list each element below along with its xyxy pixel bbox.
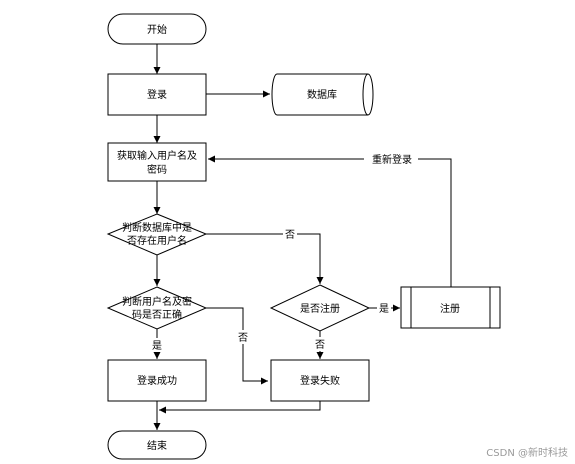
login-failed-process: [270, 359, 370, 402]
edge-label-relogin: 重新登录: [372, 153, 412, 166]
get-credentials-label-line1: 获取输入用户名及: [117, 149, 197, 162]
node-login: 登录: [107, 73, 207, 116]
node-is-registered: 是否注册: [269, 284, 371, 332]
node-login-success: 登录成功: [107, 359, 207, 402]
node-check-password: 判断用户名及密 码是否正确: [106, 286, 208, 330]
check-user-label-line1: 判断数据库中是: [122, 221, 192, 234]
get-credentials-process: [107, 142, 207, 182]
start-terminator: [107, 13, 207, 45]
get-credentials-label-line2: 密码: [147, 163, 167, 176]
relogin-label-bg: [364, 152, 418, 166]
end-terminator: [107, 430, 207, 460]
edge-check-password-no: [206, 307, 268, 385]
login-label: 登录: [147, 88, 167, 101]
node-register: 注册: [400, 286, 501, 329]
is-registered-label: 是否注册: [300, 302, 340, 315]
is-registered-decision: [269, 284, 371, 332]
edge-register-relogin: [208, 155, 452, 287]
edge-failed-to-end: [159, 401, 321, 414]
yes-password-label-bg: [150, 338, 164, 352]
end-label: 结束: [147, 439, 167, 452]
no-user-label-bg: [283, 227, 297, 241]
database-storage-edge: [362, 73, 369, 116]
edge-label-yes-password: 是: [152, 340, 162, 352]
login-process: [107, 73, 207, 116]
node-get-credentials: 获取输入用户名及 密码: [107, 142, 207, 182]
edge-label-yes-register: 是: [379, 303, 389, 315]
edge-label-no-register: 否: [315, 339, 325, 351]
edge-check-user-no: [206, 233, 324, 284]
check-user-label-line2: 否存在用户名: [127, 234, 187, 247]
register-label: 注册: [440, 302, 460, 315]
login-success-process: [107, 359, 207, 402]
database-label: 数据库: [307, 88, 337, 101]
node-check-user: 判断数据库中是 否存在用户名: [106, 213, 208, 256]
node-end: 结束: [107, 430, 207, 460]
check-password-label-line1: 判断用户名及密: [122, 295, 192, 308]
edge-label-no-user: 否: [285, 229, 295, 241]
no-register-label-bg: [313, 337, 327, 351]
yes-register-label-bg: [377, 301, 391, 315]
start-label: 开始: [147, 23, 167, 36]
node-start: 开始: [107, 13, 207, 45]
edge-labels: 重新登录 否 否 是 是 否: [150, 152, 418, 352]
edge-label-no-password: 否: [238, 332, 248, 344]
node-database: 数据库: [271, 73, 374, 116]
check-password-label-line2: 码是否正确: [132, 308, 182, 321]
no-password-label-bg: [236, 330, 250, 344]
login-success-label: 登录成功: [137, 374, 177, 387]
edges: [153, 44, 452, 430]
watermark-text: CSDN @新时科技: [486, 446, 568, 459]
register-predefined-process: [400, 286, 501, 329]
node-login-failed: 登录失败: [270, 359, 370, 402]
login-failed-label: 登录失败: [300, 374, 340, 387]
check-password-decision: [106, 286, 208, 330]
check-user-decision: [106, 213, 208, 256]
